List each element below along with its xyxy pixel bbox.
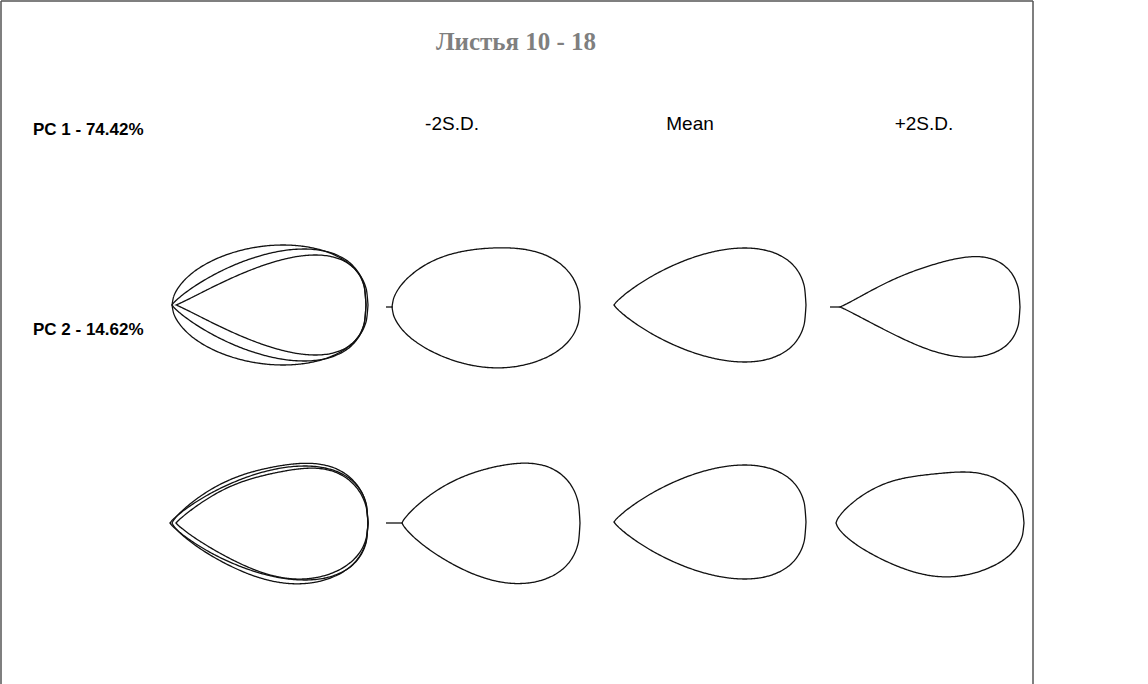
leaf-outline bbox=[170, 466, 368, 580]
column-header: Mean bbox=[666, 113, 714, 135]
leaf-outline bbox=[402, 463, 580, 583]
frame-left bbox=[0, 1, 2, 684]
component-label: PC 2 - 14.62% bbox=[33, 320, 144, 340]
figure-title: Листья 10 - 18 bbox=[436, 28, 596, 56]
component-label: PC 1 - 74.42% bbox=[33, 120, 144, 140]
leaf-outline bbox=[172, 463, 368, 584]
leaf-group bbox=[170, 245, 1024, 584]
leaf-outline bbox=[172, 249, 366, 361]
leaf-outline bbox=[614, 465, 806, 579]
column-header: -2S.D. bbox=[425, 113, 479, 135]
leaf-petiole bbox=[386, 306, 393, 307]
frame-top bbox=[1, 0, 1033, 2]
frame bbox=[1, 1, 1033, 684]
frame-right bbox=[1032, 1, 1034, 684]
leaf-outline bbox=[172, 245, 368, 365]
column-header: +2S.D. bbox=[895, 113, 954, 135]
leaf-outline bbox=[176, 468, 368, 579]
leaf-petiole bbox=[386, 522, 403, 523]
leaf-outline bbox=[392, 248, 580, 368]
leaf-outline bbox=[614, 248, 806, 362]
leaf-petiole bbox=[830, 306, 841, 307]
leaf-outline bbox=[836, 472, 1024, 577]
leaf-outline bbox=[840, 257, 1020, 358]
leaf-outline bbox=[176, 255, 366, 355]
